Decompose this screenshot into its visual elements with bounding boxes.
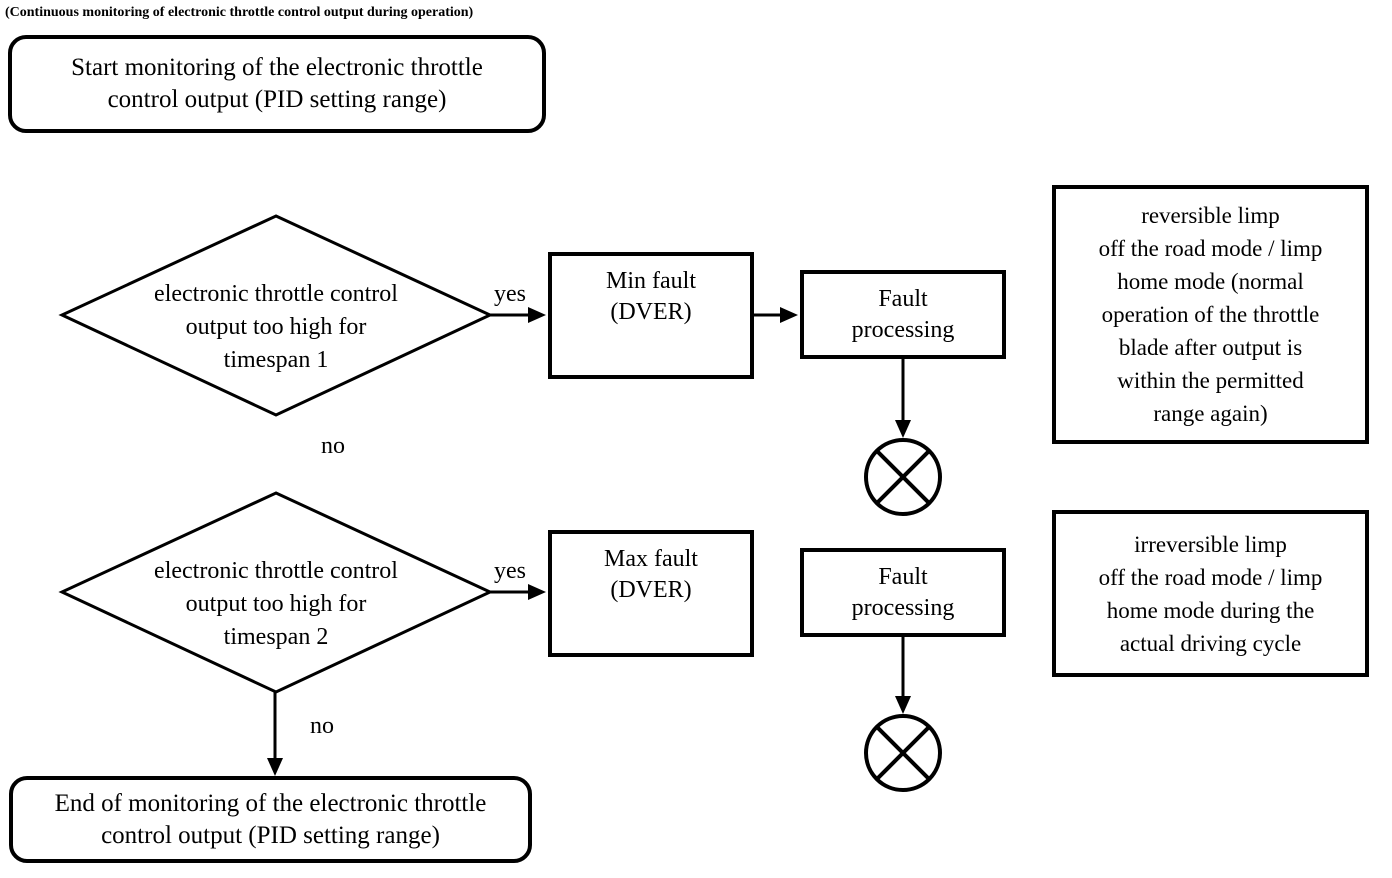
note-irreversible-line: actual driving cycle (1119, 630, 1302, 656)
max-fault-node-line: (DVER) (610, 577, 692, 603)
note-reversible-line: range again) (1153, 401, 1268, 426)
start-node: Start monitoring of the electronic throt… (8, 35, 546, 133)
decision1-label-line: electronic throttle control (154, 281, 398, 307)
start-node-line: Start monitoring of the electronic throt… (71, 54, 483, 81)
note-irreversible-limp: irreversible limp off the road mode / li… (1052, 510, 1369, 677)
note-reversible-limp: reversible limp off the road mode / limp… (1052, 185, 1369, 444)
note-reversible-line: off the road mode / limp (1098, 236, 1323, 261)
decision1-label-line: output too high for (185, 314, 367, 340)
fault-processing1-node-line: Fault (878, 285, 928, 312)
fault-processing2-node-line: Fault (878, 563, 928, 590)
decision2-no-label: no (310, 713, 334, 739)
note-reversible-line: operation of the throttle (1101, 302, 1320, 327)
decision1-yes-arrowhead (528, 307, 546, 323)
decision2-yes-arrowhead (528, 584, 546, 600)
decision1-no-label: no (321, 433, 345, 459)
decision1-yes-label: yes (494, 281, 526, 307)
note-reversible-line: reversible limp (1141, 203, 1280, 228)
decision1-label: electronic throttle control output too h… (110, 278, 442, 377)
decision1-diamond-shape (58, 214, 494, 417)
end-node-line: control output (PID setting range) (101, 821, 440, 849)
connector1-circle-x-icon (864, 438, 942, 516)
note-irreversible-line: irreversible limp (1134, 531, 1287, 557)
diagram-caption: (Continuous monitoring of electronic thr… (5, 5, 474, 20)
note-reversible-line: blade after output is (1118, 335, 1303, 360)
decision2-yes-label: yes (494, 558, 526, 584)
start-node-line: control output (PID setting range) (107, 86, 447, 113)
note-irreversible-line: home mode during the (1106, 597, 1315, 623)
note-reversible-line: home mode (normal (1117, 269, 1304, 294)
end-node: End of monitoring of the electronic thro… (9, 776, 532, 863)
fault-processing2-node: Fault processing (800, 548, 1006, 637)
min-fault-node-line: (DVER) (610, 299, 692, 325)
note-reversible-line: within the permitted (1117, 368, 1304, 393)
decision2-label-line: output too high for (185, 591, 367, 617)
decision2-label-line: electronic throttle control (154, 558, 398, 584)
minfault-to-faultprocessing-arrowhead (780, 307, 798, 323)
decision2-label: electronic throttle control output too h… (110, 555, 442, 654)
max-fault-node-line: Max fault (604, 546, 698, 572)
faultprocessing1-down-arrowhead (895, 420, 911, 438)
end-node-line: End of monitoring of the electronic thro… (54, 789, 487, 817)
faultprocessing2-down-arrowhead (895, 696, 911, 714)
note-irreversible-line: off the road mode / limp (1098, 564, 1323, 590)
min-fault-node-line: Min fault (606, 268, 696, 294)
decision2-no-arrowhead (267, 758, 283, 776)
decision1-label-line: timespan 1 (223, 347, 329, 373)
fault-processing2-node-line: processing (851, 594, 955, 621)
min-fault-node: Min fault (DVER) (548, 252, 754, 379)
decision2-label-line: timespan 2 (223, 624, 329, 650)
fault-processing1-node: Fault processing (800, 270, 1006, 359)
fault-processing1-node-line: processing (851, 316, 955, 343)
connector2-circle-x-icon (864, 714, 942, 792)
max-fault-node: Max fault (DVER) (548, 530, 754, 657)
